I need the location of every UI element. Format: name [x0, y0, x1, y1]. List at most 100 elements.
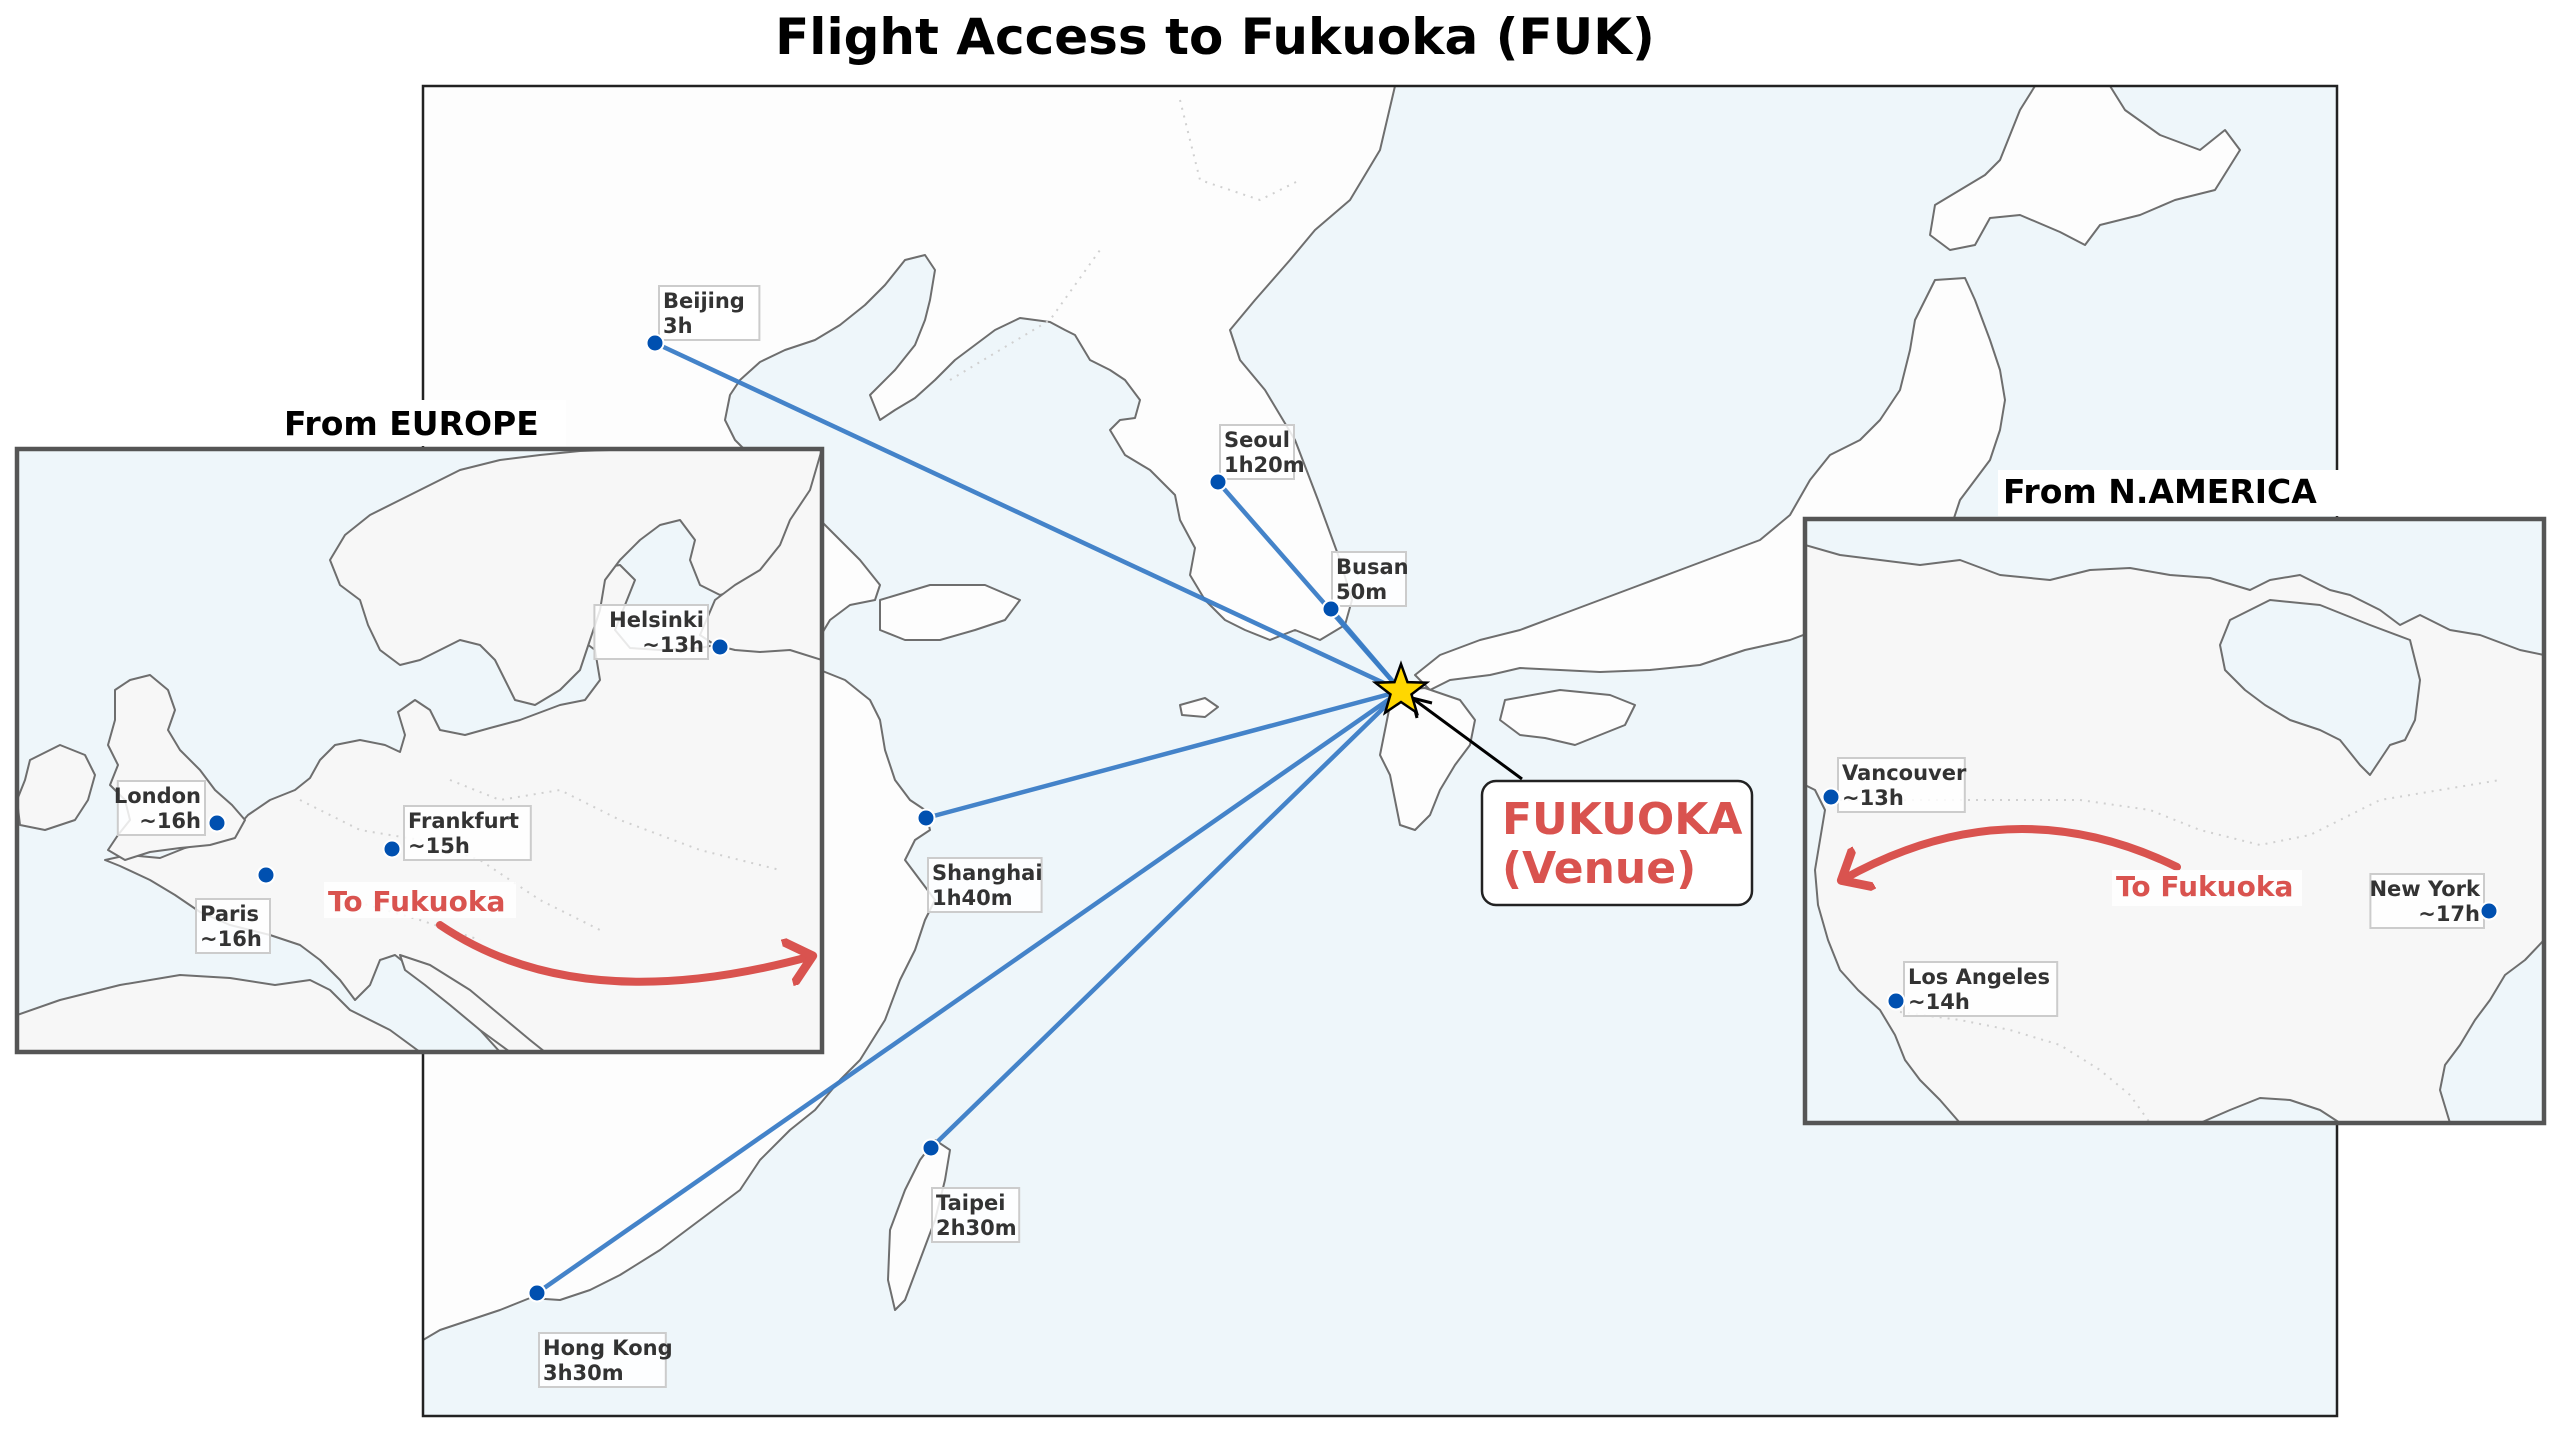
flight-time: ~16h — [139, 809, 201, 833]
flight-time: 50m — [1336, 580, 1387, 604]
europe-inset-frame — [14, 446, 825, 1055]
city-dot-icon[interactable] — [1886, 991, 1906, 1011]
city-name: Hong Kong — [543, 1336, 673, 1360]
europe-arrow-label-bg — [324, 882, 516, 918]
europe-city-markers: London~16hParis~16hFrankfurt~15hHelsinki… — [114, 604, 730, 954]
city-label-box — [116, 780, 206, 836]
routes — [535, 340, 1403, 1295]
city-label-box — [1331, 551, 1407, 607]
flight-time: ~13h — [642, 633, 704, 657]
fukuoka-star-icon[interactable] — [1371, 660, 1431, 716]
city-name: Vancouver — [1842, 761, 1967, 785]
city-label-box — [927, 857, 1043, 913]
city-london[interactable]: London~16h — [114, 780, 227, 836]
venue-callout[interactable]: FUKUOKA (Venue) — [1480, 779, 1754, 907]
ireland — [17, 744, 96, 831]
city-label-box — [538, 1332, 667, 1388]
flight-time: 1h40m — [932, 886, 1013, 910]
city-name: Paris — [200, 902, 259, 926]
flight-time: ~14h — [1908, 990, 1970, 1014]
us-mexico-border — [1899, 1011, 2151, 1123]
city-frankfurt[interactable]: Frankfurt~15h — [382, 805, 532, 861]
city-paris[interactable]: Paris~16h — [195, 865, 276, 954]
flight-time: 1h20m — [1224, 453, 1305, 477]
kyushu — [1379, 687, 1476, 831]
city-dot-icon[interactable] — [710, 637, 730, 657]
shikoku — [1499, 689, 1636, 746]
city-dot-icon[interactable] — [916, 808, 936, 828]
city-dot-icon[interactable] — [645, 333, 665, 353]
europe-arrow-label: To Fukuoka — [328, 885, 505, 918]
shandong-peninsula — [879, 584, 1021, 641]
flight-time: ~15h — [408, 834, 470, 858]
city-label-box — [1219, 424, 1295, 480]
flight-time: 2h30m — [936, 1216, 1017, 1240]
city-dot-icon[interactable] — [2479, 901, 2499, 921]
city-name: Helsinki — [609, 608, 704, 632]
hokkaido — [1929, 86, 2241, 251]
route-taipei-to-fukuoka — [929, 689, 1403, 1150]
scandinavia — [329, 449, 822, 706]
jeju-island — [1179, 697, 1219, 718]
city-name: Taipei — [936, 1191, 1005, 1215]
na-inset-title-bg — [1998, 470, 2348, 516]
north-america-land — [1805, 544, 2544, 1123]
city-name: Beijing — [663, 289, 745, 313]
na-to-fukuoka-arrow — [1842, 825, 2181, 880]
europe-to-fukuoka-arrow — [436, 921, 812, 982]
city-vancouver[interactable]: Vancouver~13h — [1821, 757, 1967, 813]
venue-subtitle: (Venue) — [1502, 843, 1696, 894]
city-name: Seoul — [1224, 428, 1290, 452]
city-los-angeles[interactable]: Los Angeles~14h — [1886, 961, 2059, 1017]
europe-inset: From EUROPE To Fukuoka London~16hParis~1… — [14, 400, 825, 1055]
city-dot-icon[interactable] — [1208, 472, 1228, 492]
flight-time: ~17h — [2418, 902, 2480, 926]
city-label-box — [195, 898, 271, 954]
route-shanghai-to-fukuoka — [925, 688, 1402, 821]
city-dot-icon[interactable] — [1321, 599, 1341, 619]
city-label-box — [2369, 873, 2485, 929]
city-dot-icon[interactable] — [256, 865, 276, 885]
na-arrow-label: To Fukuoka — [2116, 870, 2293, 903]
route-busan-to-fukuoka — [1329, 607, 1403, 693]
city-dot-icon[interactable] — [527, 1283, 547, 1303]
city-label-box — [931, 1187, 1021, 1243]
taiwan — [887, 1139, 951, 1311]
flight-time: 3h30m — [543, 1361, 624, 1385]
europe-inset-title-bg — [276, 400, 566, 446]
flight-time: ~13h — [1842, 786, 1904, 810]
map-title: Flight Access to Fukuoka (FUK) — [775, 8, 1655, 66]
route-hong-kong-to-fukuoka — [535, 689, 1403, 1295]
city-helsinki[interactable]: Helsinki~13h — [593, 604, 730, 660]
city-dot-icon[interactable] — [382, 839, 402, 859]
city-dot-icon[interactable] — [921, 1138, 941, 1158]
city-name: London — [114, 784, 201, 808]
hudson-bay — [2219, 599, 2421, 776]
venue-callout-box — [1480, 779, 1754, 907]
route-beijing-to-fukuoka — [654, 340, 1402, 694]
na-inset-title: From N.AMERICA — [2003, 472, 2317, 511]
city-name: New York — [2369, 877, 2481, 901]
city-label-box — [403, 805, 532, 861]
city-dot-icon[interactable] — [1821, 787, 1841, 807]
city-name: Frankfurt — [408, 809, 519, 833]
north-america-inset: From N.AMERICA To Fukuoka Vancouver~13hL… — [1802, 470, 2547, 1126]
city-label-box — [1837, 757, 1966, 813]
europe-inset-title: From EUROPE — [284, 404, 539, 443]
city-label-box — [593, 604, 710, 660]
city-new-york[interactable]: New York~17h — [2369, 873, 2499, 929]
country-border — [949, 99, 1301, 381]
city-label-box — [658, 285, 761, 341]
venue-name: FUKUOKA — [1502, 794, 1742, 845]
city-dot-icon[interactable] — [207, 813, 227, 833]
flight-time: ~16h — [200, 927, 262, 951]
na-inset-frame — [1802, 516, 2547, 1126]
